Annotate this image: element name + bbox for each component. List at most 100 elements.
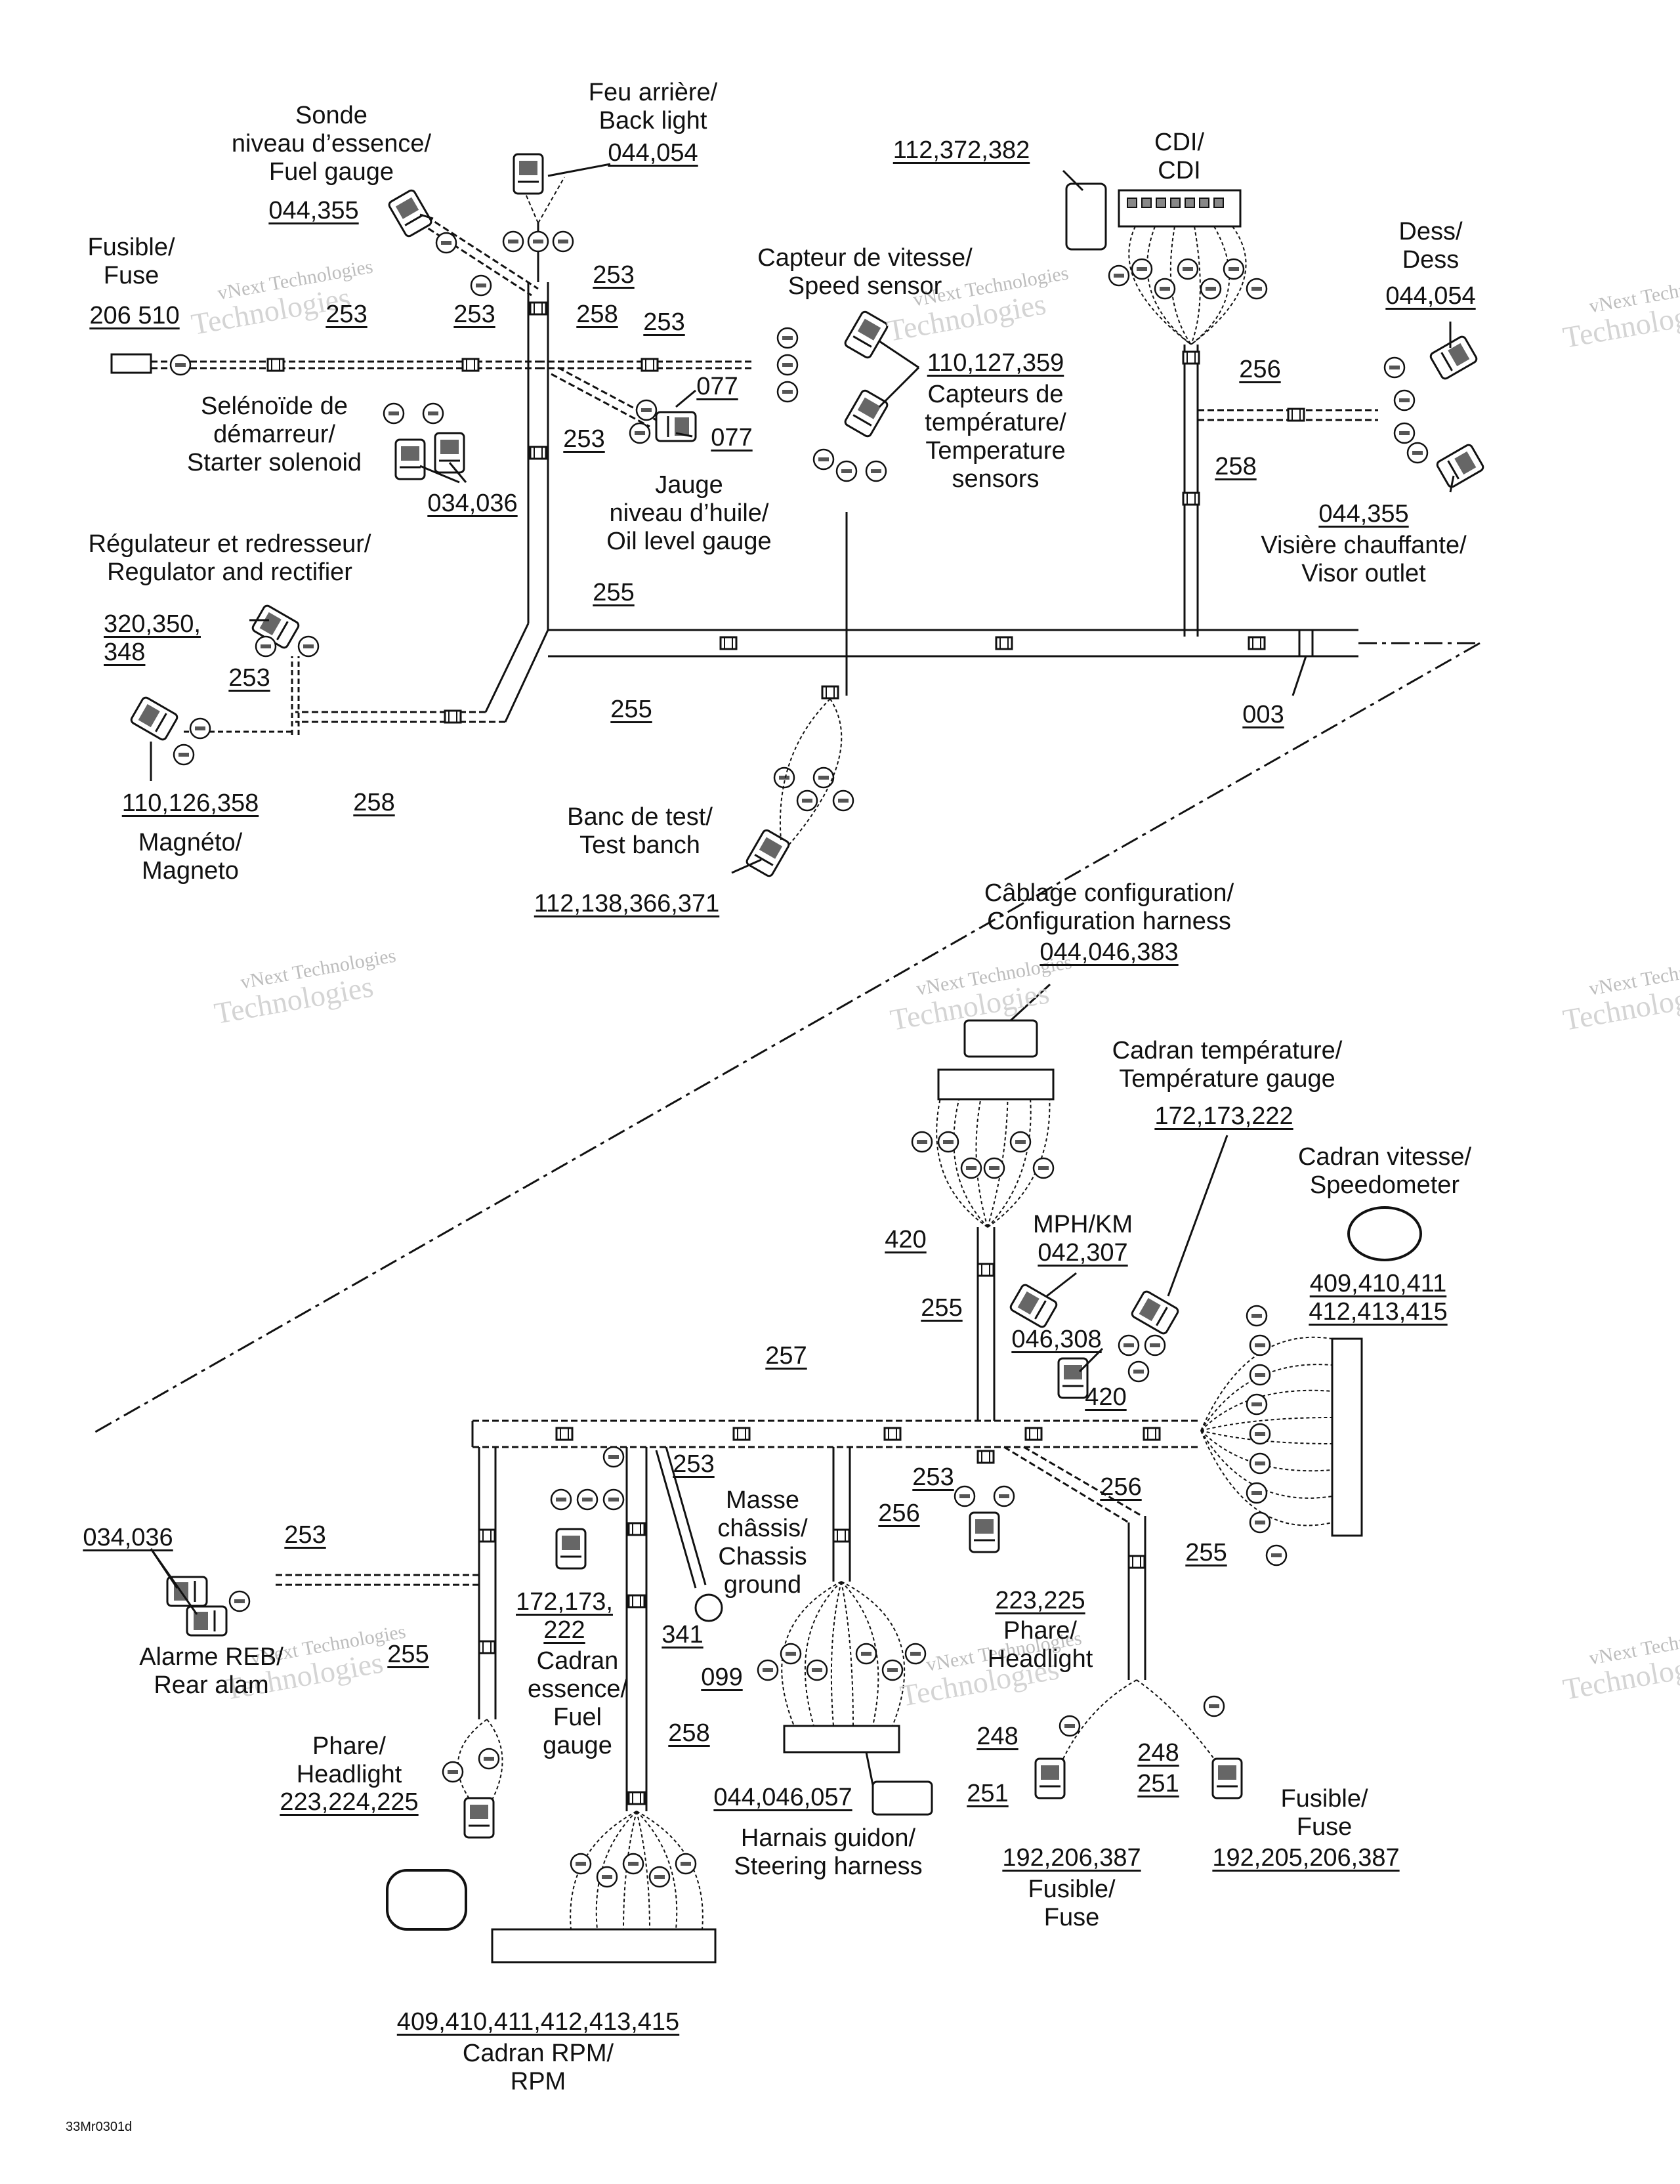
headlight-left-label: Phare/Headlight — [296, 1732, 402, 1788]
callout-420: 420 — [1085, 1383, 1127, 1411]
callout-420: 420 — [885, 1226, 927, 1253]
callout-253: 253 — [228, 664, 270, 692]
starter-solenoid-b — [434, 432, 465, 474]
callout-258: 258 — [1215, 453, 1257, 480]
fuse-left-number: 206 510 — [89, 302, 180, 329]
config-harness-connector — [937, 1068, 1055, 1101]
callout-256: 256 — [878, 1500, 920, 1527]
dess-label: Dess/Dess — [1398, 218, 1463, 274]
callout-255: 255 — [387, 1641, 429, 1668]
temperature-sensor-component — [843, 388, 890, 439]
steering-harness-plug — [872, 1780, 933, 1816]
rear-alarm-label: Alarme REB/Rear alam — [139, 1643, 284, 1699]
steering-harness-number: 044,046,057 — [713, 1784, 852, 1811]
fuel-sender-connector — [387, 188, 434, 239]
rpm-number: 409,410,411,412,413,415 — [396, 2008, 680, 2036]
fuse-left-label: Fusible/Fuse — [87, 234, 175, 289]
callout-253: 253 — [912, 1463, 954, 1491]
callout-253: 253 — [326, 301, 368, 328]
magneto-number: 110,126,358 — [121, 789, 259, 817]
fuse-mid-component — [1034, 1757, 1066, 1799]
fuel-gauge-dial-number: 172,173,222 — [516, 1588, 613, 1644]
headlight-left-number: 223,224,225 — [280, 1788, 419, 1816]
visor-number: 044,355 — [1318, 500, 1409, 528]
cdi-module — [1065, 182, 1107, 251]
callout-251: 251 — [967, 1780, 1009, 1807]
fuse-right-number: 192,205,206,387 — [1212, 1844, 1400, 1872]
oil-number-a: 077 — [696, 373, 738, 400]
bottom-components — [166, 1019, 1422, 1964]
test-bench-number: 112,138,366,371 — [534, 890, 720, 917]
config-harness-plug — [963, 1019, 1038, 1058]
speedometer-label: Cadran vitesse/Speedometer — [1297, 1143, 1472, 1199]
oil-number-b: 077 — [711, 424, 753, 452]
callout-258: 258 — [353, 789, 395, 816]
rear-alarm-b — [186, 1605, 228, 1637]
back-light-number: 044,054 — [608, 139, 698, 167]
regulator-label: Régulateur et redresseur/Regulator and r… — [88, 530, 371, 586]
callout-256: 256 — [1239, 356, 1281, 383]
callout-248: 248 — [1137, 1739, 1179, 1767]
mph-km-connector — [1008, 1282, 1059, 1330]
cdi-connector — [1118, 189, 1242, 228]
callout-253: 253 — [673, 1450, 715, 1478]
callout-253: 253 — [563, 425, 605, 453]
dash-dot-diagonal — [91, 642, 1480, 1435]
cdi-number: 112,372,382 — [892, 136, 1030, 164]
callout-253: 253 — [284, 1521, 326, 1549]
callout-099: 099 — [701, 1664, 743, 1691]
callout-258: 258 — [668, 1719, 710, 1747]
rpm-connector — [491, 1928, 717, 1964]
callout-255: 255 — [593, 579, 635, 606]
callout-253: 253 — [643, 308, 685, 336]
callout-248: 248 — [976, 1723, 1018, 1750]
speedometer-gauge — [1347, 1206, 1422, 1261]
dess-number: 044,054 — [1385, 282, 1476, 310]
rear-alarm-number: 034,036 — [83, 1524, 173, 1551]
fuse-mid-label: Fusible/Fuse — [1028, 1876, 1116, 1931]
callout-255: 255 — [921, 1294, 963, 1322]
callout-251: 251 — [1137, 1770, 1179, 1797]
mph-km-number-2: 046,308 — [1011, 1326, 1102, 1353]
rpm-gauge — [386, 1869, 467, 1931]
config-harness-label: Câblage configuration/Configuration harn… — [984, 879, 1234, 935]
visor-label: Visière chauffante/Visor outlet — [1261, 532, 1467, 587]
temp-gauge-number: 172,173,222 — [1154, 1102, 1293, 1130]
starter-solenoid-number: 034,036 — [427, 490, 518, 517]
temp-gauge-label: Cadran température/Température gauge — [1112, 1037, 1343, 1093]
callout-341: 341 — [662, 1621, 704, 1648]
fuse-right-component — [1211, 1757, 1243, 1799]
test-bench-component — [744, 828, 791, 879]
callout-257: 257 — [765, 1342, 807, 1370]
chassis-ground-lug — [694, 1593, 723, 1622]
steering-harness-connector — [783, 1725, 900, 1754]
test-bench-label: Banc de test/Test banch — [567, 803, 713, 859]
starter-solenoid-a — [394, 438, 426, 480]
dess-connector — [1428, 334, 1479, 381]
temp-sensors-number: 110,127,359 — [927, 349, 1064, 377]
headlight-left-connector — [463, 1797, 495, 1839]
magneto-component — [129, 695, 180, 742]
cdi-label: CDI/CDI — [1154, 129, 1204, 184]
mph-km-label: MPH/KM — [1033, 1211, 1133, 1238]
fuse-right-label: Fusible/Fuse — [1280, 1785, 1368, 1841]
mph-km-switch — [1057, 1357, 1089, 1399]
rpm-label: Cadran RPM/RPM — [462, 2040, 614, 2095]
callout-253: 253 — [593, 261, 635, 289]
visor-outlet-connector — [1435, 442, 1486, 490]
fuse-mid-number: 192,206,387 — [1002, 1844, 1141, 1872]
headlight-mid-connector — [969, 1511, 1000, 1553]
callout-003: 003 — [1242, 701, 1284, 728]
regulator-number: 320,350,348 — [104, 610, 201, 666]
speedometer-connector — [1331, 1337, 1363, 1537]
headlight-mid-label: Phare/Headlight — [987, 1617, 1093, 1673]
callout-255: 255 — [610, 696, 652, 723]
callout-256: 256 — [1100, 1473, 1142, 1501]
